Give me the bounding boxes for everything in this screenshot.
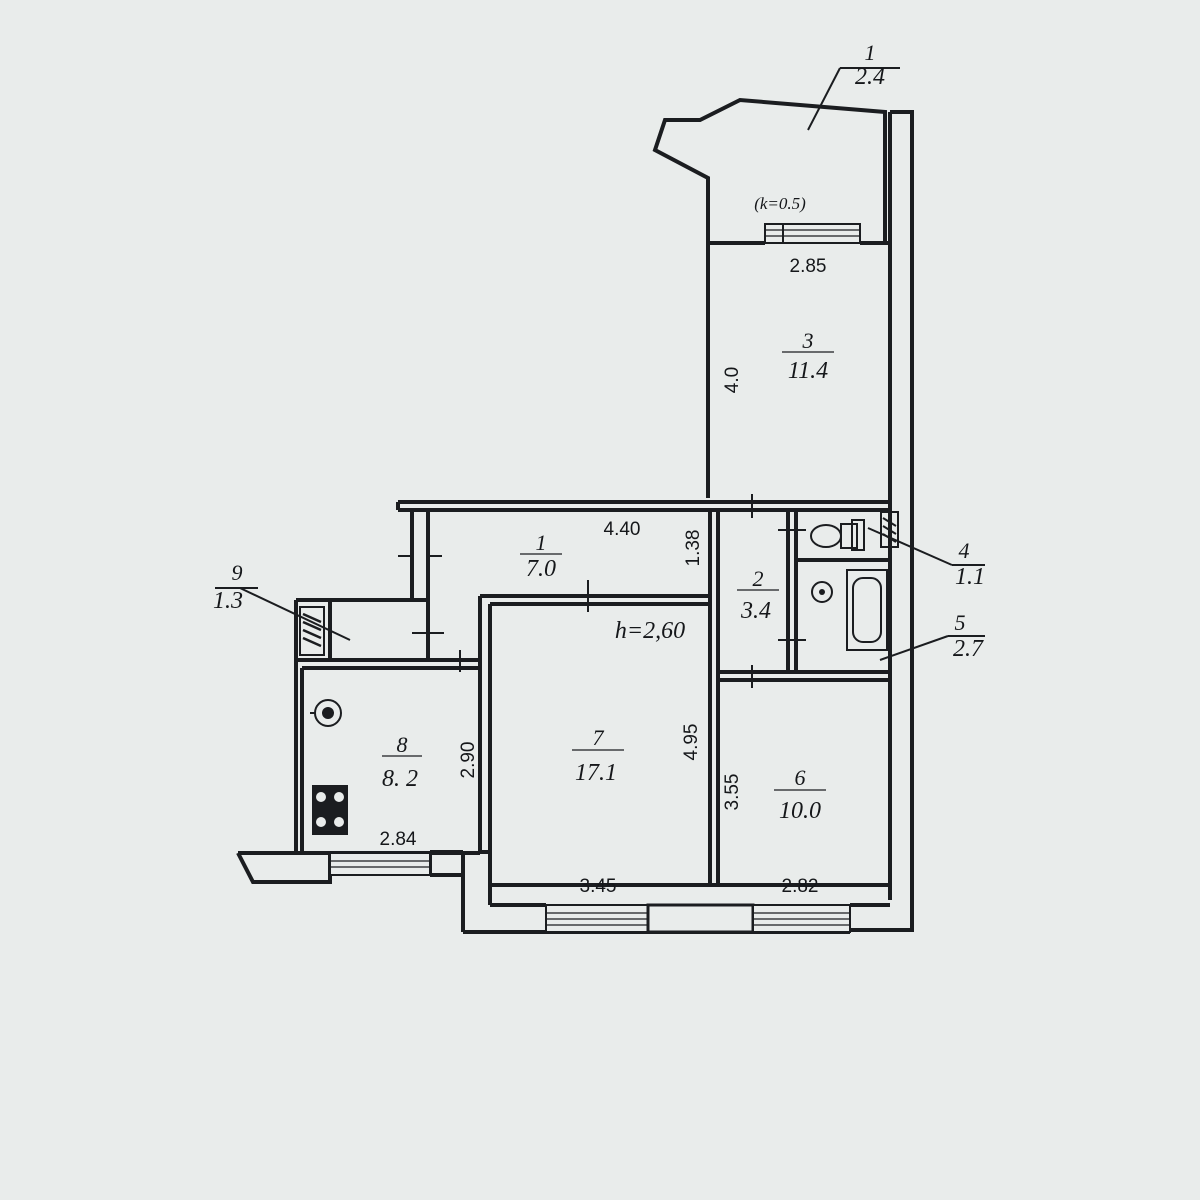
bathroom-walls bbox=[718, 510, 890, 682]
kitchen-walls bbox=[294, 660, 480, 853]
balcony-coefficient: (k=0.5) bbox=[754, 194, 806, 213]
dim-hall-width: 4.40 bbox=[604, 519, 641, 540]
toilet-icon bbox=[810, 519, 865, 551]
room-area: 10.0 bbox=[779, 798, 821, 824]
window-kitchen bbox=[329, 852, 431, 876]
dim-hall-depth: 1.38 bbox=[683, 530, 704, 567]
window-balcony bbox=[764, 223, 861, 244]
room-area: 8. 2 bbox=[382, 766, 418, 792]
room-number: 9 bbox=[232, 560, 243, 585]
room-area: 1.1 bbox=[955, 564, 985, 590]
room-area: 3.4 bbox=[740, 598, 771, 624]
room-area: 17.1 bbox=[575, 760, 617, 786]
window-room6 bbox=[752, 904, 851, 933]
room-number: 7 bbox=[593, 725, 605, 750]
room-area: 2.7 bbox=[953, 636, 984, 662]
hall-top-wall bbox=[396, 500, 890, 512]
room-number: 5 bbox=[955, 610, 966, 635]
room-area: 1.3 bbox=[213, 588, 243, 614]
right-outer-wall bbox=[850, 110, 914, 932]
hall-left-wall bbox=[410, 510, 430, 660]
room-number: 3 bbox=[802, 328, 814, 353]
room-number: 1 bbox=[536, 530, 547, 555]
room-labels: 1 2.4 3 11.4 1 7.0 2 3.4 4 1.1 5 2.7 9 1… bbox=[213, 40, 985, 824]
dim-balcony-width: 2.85 bbox=[790, 256, 827, 277]
leader-lines bbox=[215, 67, 985, 661]
balcony-door-room7 bbox=[646, 903, 755, 934]
dim-room7-width: 3.45 bbox=[580, 876, 617, 897]
dim-room3-length: 4.0 bbox=[722, 367, 743, 393]
dimensions: (k=0.5) 2.85 4.0 4.40 1.38 h=2,60 2.90 2… bbox=[380, 194, 827, 897]
window-room7 bbox=[545, 904, 649, 933]
room-number: 6 bbox=[795, 765, 806, 790]
door-marks bbox=[398, 494, 806, 688]
bathtub-icon bbox=[846, 569, 888, 651]
pantry-walls bbox=[294, 598, 480, 662]
stove-icon bbox=[312, 785, 348, 835]
dim-room8-width: 2.84 bbox=[380, 829, 417, 850]
ceiling-height: h=2,60 bbox=[615, 618, 685, 644]
windows bbox=[329, 223, 890, 934]
room-area: 7.0 bbox=[526, 556, 556, 582]
walls bbox=[236, 97, 914, 934]
room3-walls bbox=[706, 241, 890, 498]
room-area: 2.4 bbox=[855, 64, 885, 90]
balcony-parapet bbox=[652, 97, 887, 243]
room-number: 1 bbox=[865, 40, 876, 65]
room-number: 4 bbox=[959, 538, 970, 563]
dim-room7-length: 4.95 bbox=[681, 724, 702, 761]
hall-room2-partition bbox=[708, 510, 720, 885]
ventilation-duct-icon bbox=[299, 606, 325, 656]
room-number: 2 bbox=[753, 566, 764, 591]
dim-room6-length: 3.55 bbox=[722, 774, 743, 811]
room7-walls bbox=[478, 594, 710, 885]
room-area: 11.4 bbox=[788, 358, 828, 384]
room-number: 8 bbox=[397, 732, 408, 757]
dim-room6-width: 2.82 bbox=[782, 876, 819, 897]
boiler-icon bbox=[310, 699, 342, 727]
sink-icon bbox=[811, 581, 833, 603]
dim-room8-length: 2.90 bbox=[458, 742, 479, 779]
